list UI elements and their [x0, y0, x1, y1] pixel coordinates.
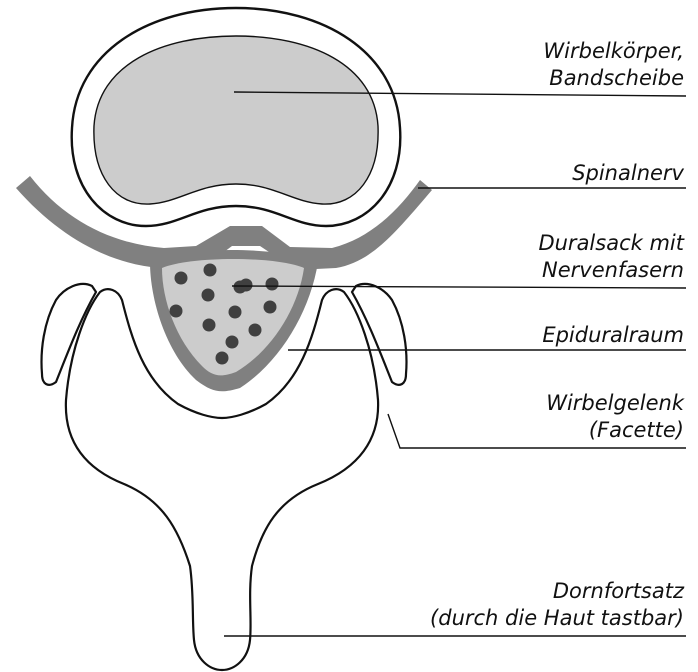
label-spinal-nerve-line1: Spinalnerv: [572, 160, 684, 187]
label-facet-joint-line2: (Facette): [546, 417, 684, 444]
nerve-fiber-dot: [240, 279, 253, 292]
label-facet-joint: Wirbelgelenk (Facette): [546, 390, 684, 444]
label-dural-sac: Duralsack mit Nervenfasern: [538, 230, 684, 284]
label-epidural-space-line1: Epiduralraum: [542, 322, 684, 349]
label-spinous-process: Dornfortsatz (durch die Haut tastbar): [430, 578, 684, 632]
nerve-fiber-dot: [216, 352, 229, 365]
label-spinous-process-line1: Dornfortsatz: [430, 578, 684, 605]
label-dural-sac-line1: Duralsack mit: [538, 230, 684, 257]
nerve-fiber-dot: [175, 272, 188, 285]
label-vertebral-body-line2: Bandscheibe: [543, 65, 684, 92]
label-dural-sac-line2: Nervenfasern: [538, 257, 684, 284]
label-vertebral-body-line1: Wirbelkörper,: [543, 38, 684, 65]
nerve-fiber-dot: [229, 306, 242, 319]
label-facet-joint-line1: Wirbelgelenk: [546, 390, 684, 417]
intervertebral-disc: [94, 36, 378, 204]
label-spinal-nerve: Spinalnerv: [572, 160, 684, 187]
label-vertebral-body: Wirbelkörper, Bandscheibe: [543, 38, 684, 92]
label-spinous-process-line2: (durch die Haut tastbar): [430, 605, 684, 632]
nerve-fiber-dot: [202, 289, 215, 302]
label-epidural-space: Epiduralraum: [542, 322, 684, 349]
nerve-fiber-dot: [170, 305, 183, 318]
nerve-fiber-dot: [249, 324, 262, 337]
nerve-fiber-dot: [266, 278, 279, 291]
nerve-fiber-dot: [204, 264, 217, 277]
nerve-fiber-dot: [264, 301, 277, 314]
nerve-fiber-dot: [203, 319, 216, 332]
nerve-fiber-dot: [226, 336, 239, 349]
